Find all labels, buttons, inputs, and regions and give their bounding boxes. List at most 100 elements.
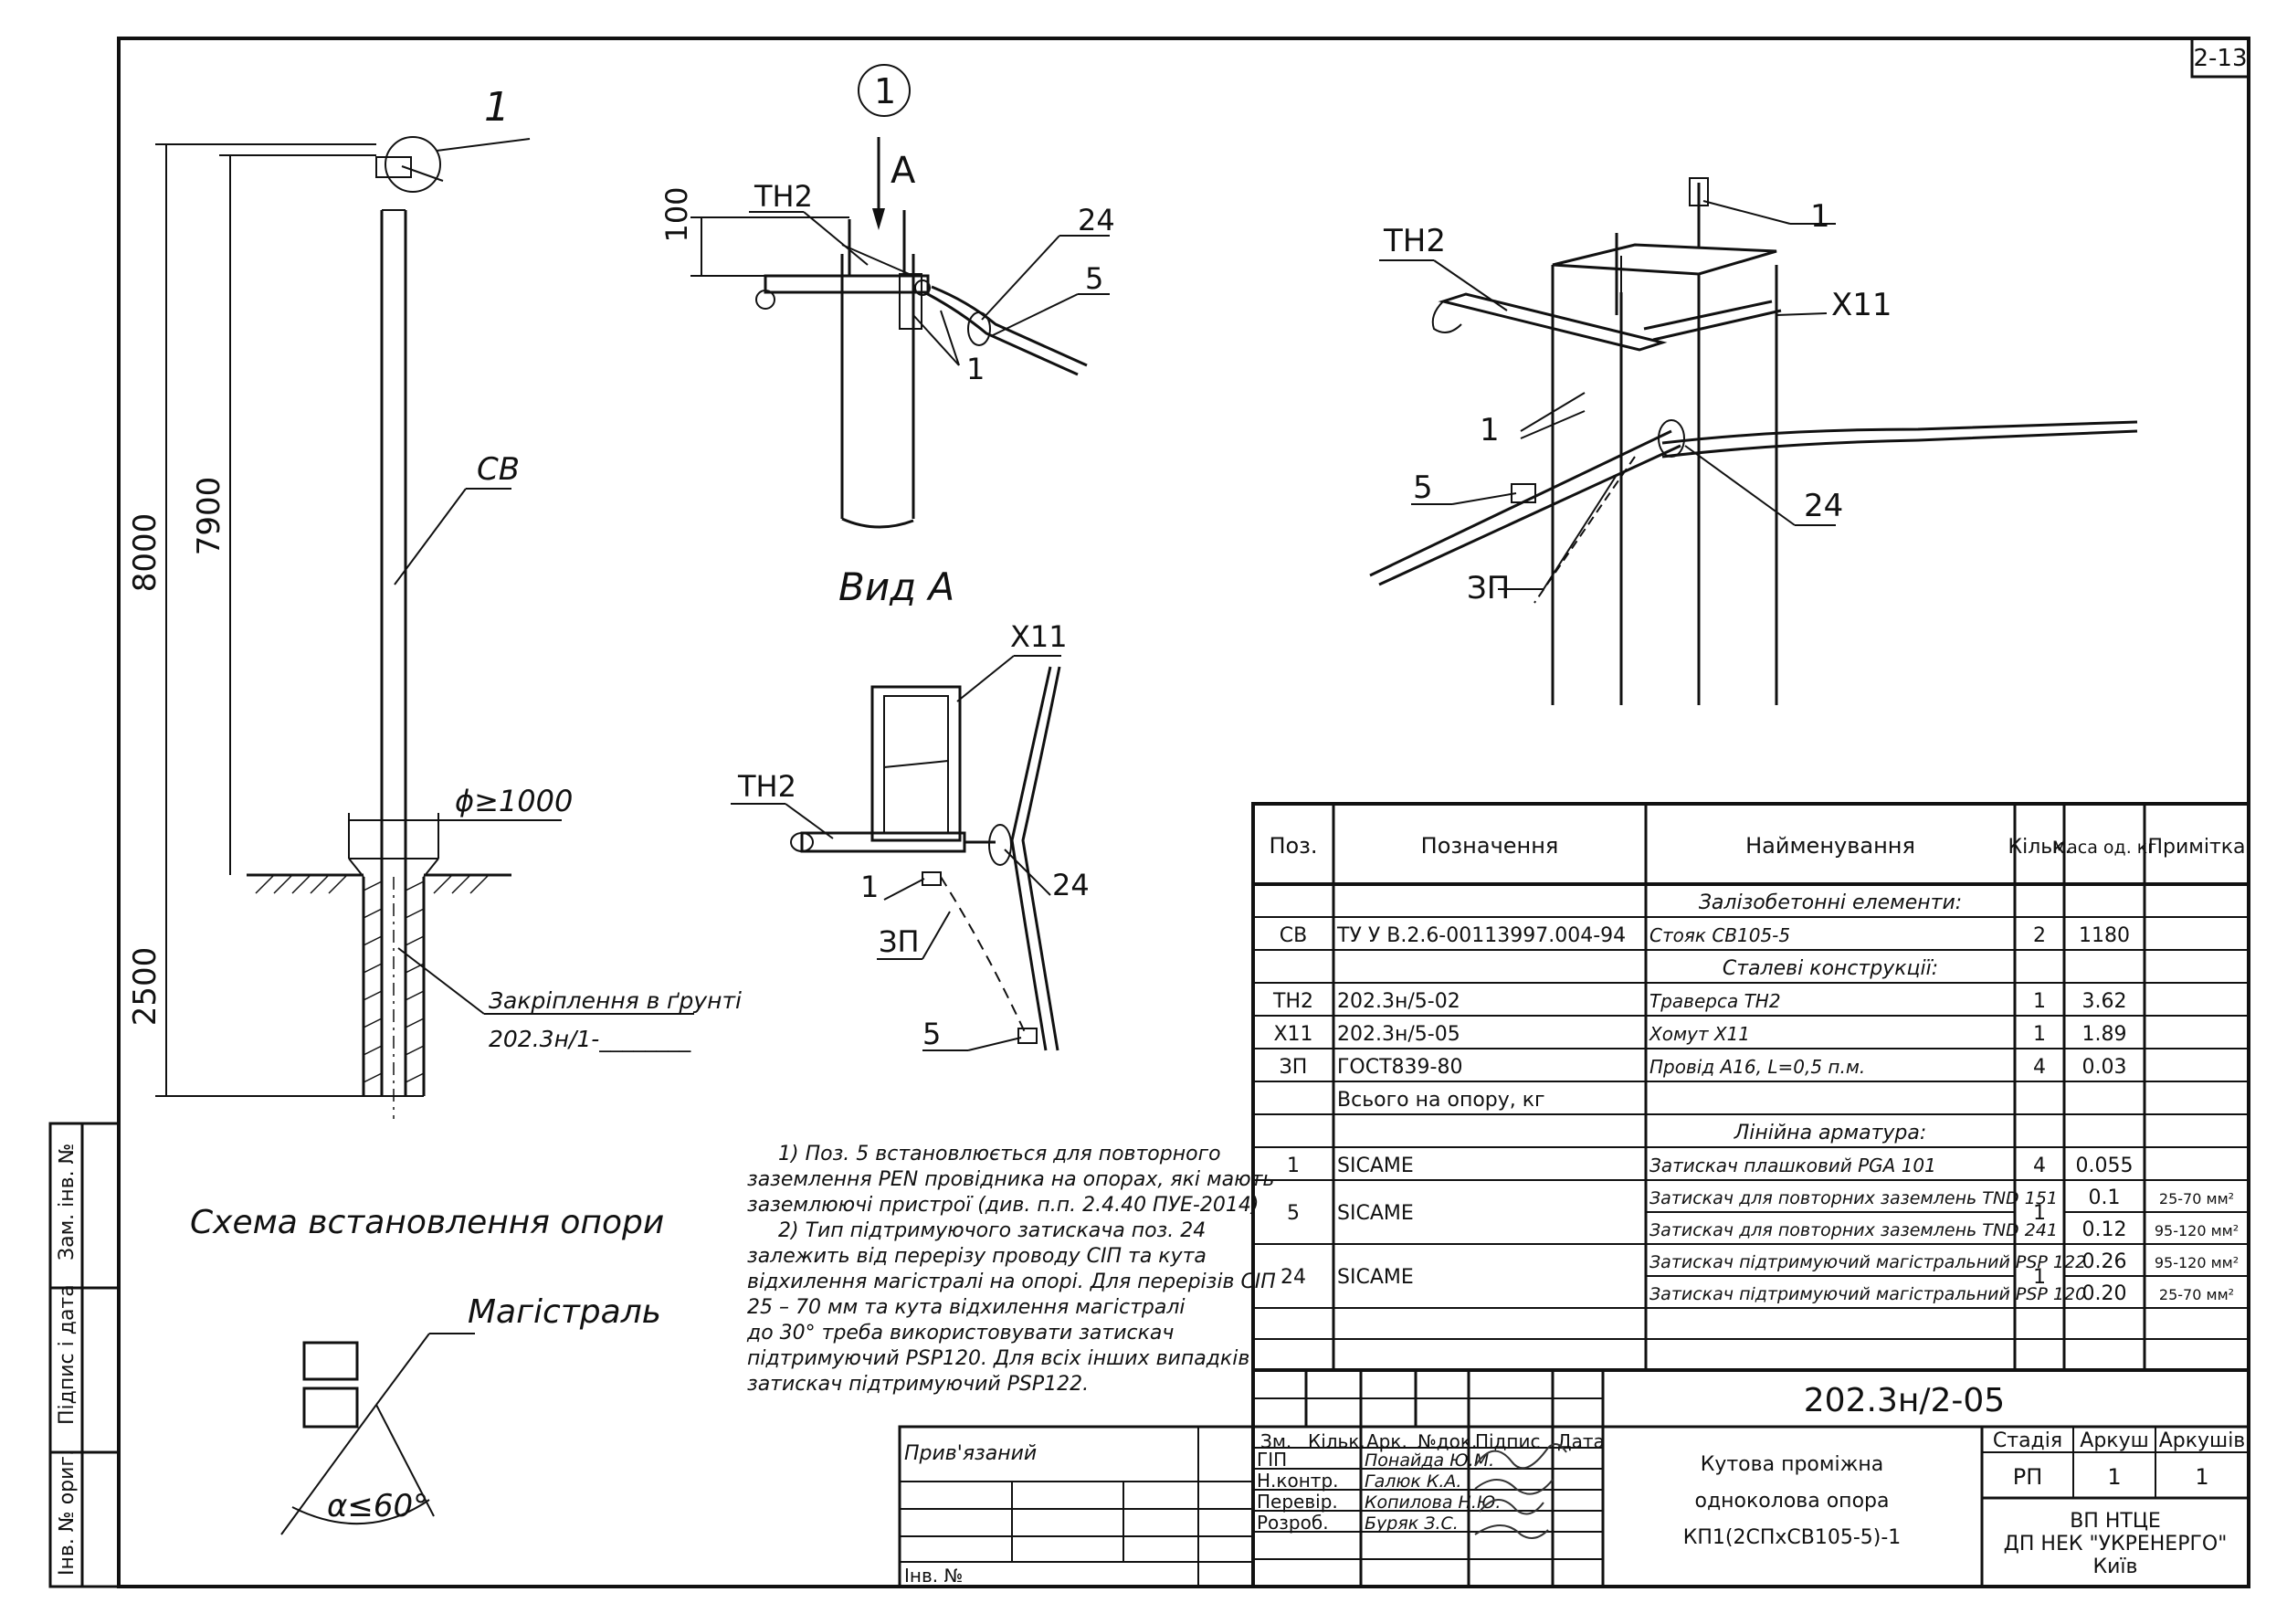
spec-cell: 202.3н/5-02 — [1337, 990, 1460, 1013]
spec-cell: 0.1 — [2089, 1186, 2121, 1209]
side-stamp: Інв. № ориг. Підпис і дата Зам. інв. № — [48, 1122, 121, 1588]
spec-header-qty: Кільк. — [2008, 836, 2071, 859]
sign-role: Розроб. — [1257, 1512, 1329, 1534]
detail-label-5: 5 — [1085, 261, 1103, 296]
view-a-label-24: 24 — [1052, 868, 1090, 902]
spec-cell: 3.62 — [2082, 990, 2127, 1013]
spec-cell: ГОСТ839-80 — [1337, 1056, 1462, 1079]
dim-7900: 7900 — [191, 477, 227, 556]
note-line: затискач підтримуючий PSP122. — [747, 1373, 1089, 1396]
magistral-label: Магістраль — [468, 1293, 661, 1331]
sign-name: Копилова Н.Ю. — [1365, 1492, 1501, 1513]
spec-cell: Затискач для повторних заземлень TND 151 — [1649, 1188, 2058, 1208]
view-a-label-th2: ТН2 — [737, 769, 796, 804]
spec-cell: 1 — [2033, 1266, 2046, 1289]
org-line: Київ — [2093, 1555, 2138, 1578]
detail-circle — [858, 64, 911, 117]
inv-no-label: Інв. № — [904, 1565, 963, 1587]
spec-cell: 25-70 мм² — [2159, 1190, 2234, 1207]
spec-cell: 1 — [2033, 1202, 2046, 1225]
spec-cell: SICAME — [1337, 1202, 1414, 1225]
spec-cell: 1180 — [2079, 924, 2130, 947]
stage-value: РП — [2013, 1464, 2043, 1490]
note-line: 1) Поз. 5 встановлюється для повторного — [778, 1143, 1221, 1165]
title-line: Кутова проміжна — [1701, 1453, 1884, 1476]
view-a-title: Вид А — [838, 564, 954, 609]
iso-label-1-left: 1 — [1480, 412, 1500, 448]
dim-100: 100 — [659, 186, 694, 242]
spec-header-designation: Позначення — [1421, 833, 1559, 859]
sheets-value: 1 — [2195, 1464, 2208, 1490]
dim-2500: 2500 — [127, 947, 163, 1027]
spec-cell: Траверса ТН2 — [1649, 990, 1781, 1012]
title-line: одноколова опора — [1695, 1490, 1890, 1513]
note-line: до 30° треба використовувати затискач — [746, 1322, 1174, 1345]
spec-cell: 95-120 мм² — [2155, 1222, 2239, 1239]
sign-header: Кільк. — [1308, 1430, 1365, 1452]
spec-cell: Х11 — [1273, 1023, 1312, 1046]
sign-role: Перевір. — [1257, 1491, 1338, 1513]
binding-block: Прив'язаний Інв. № — [898, 1425, 1255, 1588]
detail-circle-label: 1 — [874, 71, 896, 111]
spec-cell: 0.26 — [2082, 1250, 2127, 1273]
spec-cell: ТН2 — [1272, 990, 1313, 1013]
view-a: Вид А Х11 ТН2 24 1 ЗП 5 — [731, 564, 1090, 1051]
side-stamp-zam-inv: Зам. інв. № — [56, 1144, 79, 1261]
foundation-note: Закріплення в ґрунті — [489, 987, 742, 1014]
note-line: залежить від перерізу проводу СІП та кут… — [747, 1245, 1207, 1268]
spec-cell: 0.055 — [2076, 1155, 2134, 1177]
detail-1: 1 А 100 ТН2 24 5 1 — [659, 64, 1115, 529]
org-line: ДП НЕК "УКРЕНЕРГО" — [2004, 1533, 2228, 1555]
spec-header-mass: Маса од. кг — [2052, 838, 2156, 858]
spec-section: Сталеві конструкції: — [1723, 957, 1938, 980]
spec-section: Залізобетонні елементи: — [1699, 891, 1962, 914]
title-block: 202.3н/2-05 Зм. Кільк. Арк. №док. Підпис… — [1251, 1368, 2250, 1588]
note-line: заземлення PEN провідника на опорах, які… — [747, 1168, 1274, 1191]
notes: 1) Поз. 5 встановлюється для повторного … — [746, 1143, 1276, 1396]
foundation-ref: 202.3н/1-________ — [489, 1026, 691, 1052]
note-line: відхилення магістралі на опорі. Для пере… — [747, 1271, 1276, 1293]
spec-cell: 2 — [2033, 924, 2046, 947]
spec-cell: 1 — [2033, 990, 2046, 1013]
spec-cell: 0.03 — [2082, 1056, 2127, 1079]
sign-header: Дата — [1557, 1430, 1605, 1452]
spec-cell: 95-120 мм² — [2155, 1254, 2239, 1271]
note-line: заземлюючі пристрої (див. п.п. 2.4.40 ПУ… — [747, 1194, 1259, 1217]
spec-cell: 0.20 — [2082, 1282, 2127, 1305]
iso-view: 1 ТН2 Х11 1 5 24 ЗП — [1369, 177, 2138, 705]
sign-header: Підпис — [1475, 1430, 1541, 1452]
note-line: підтримуючий PSP120. Для всіх інших випа… — [747, 1347, 1249, 1370]
magistral-sketch: Магістраль α≤60° — [280, 1293, 661, 1535]
spec-cell: Провід А16, L=0,5 п.м. — [1649, 1056, 1865, 1078]
iso-label-1-top: 1 — [1810, 198, 1830, 235]
callout-circle-node — [385, 136, 441, 193]
sign-name: Галюк К.А. — [1365, 1471, 1461, 1492]
org-line: ВП НТЦЕ — [2070, 1510, 2161, 1533]
detail-label-1: 1 — [966, 352, 985, 386]
iso-label-5: 5 — [1413, 469, 1433, 506]
spec-section: Лінійна арматура: — [1734, 1122, 1927, 1144]
view-a-label-5: 5 — [922, 1017, 941, 1051]
callout-node-label: 1 — [484, 84, 510, 131]
sign-header: Арк. — [1366, 1430, 1407, 1452]
sheets-header: Аркушів — [2159, 1429, 2246, 1452]
iso-label-24: 24 — [1804, 488, 1843, 524]
spec-cell: 0.12 — [2082, 1218, 2127, 1241]
sign-role: Н.контр. — [1257, 1470, 1339, 1492]
iso-label-x11: Х11 — [1831, 287, 1892, 323]
angle-label: α≤60° — [327, 1488, 428, 1524]
stage-header: Стадія — [1993, 1429, 2062, 1452]
pole-label: СВ — [477, 451, 520, 488]
spec-cell: СВ — [1280, 924, 1307, 947]
diameter-label: ϕ≥1000 — [455, 784, 573, 818]
spec-cell: ЗП — [1280, 1056, 1308, 1079]
sign-header: Зм. — [1260, 1430, 1291, 1452]
spec-cell: 4 — [2033, 1056, 2046, 1079]
spec-cell: Стояк СВ105-5 — [1649, 924, 1790, 946]
handwritten-signatures — [1474, 1443, 1567, 1539]
title-line: КП1(2СПхСВ105-5)-1 — [1683, 1526, 1902, 1549]
installation-scheme: 1 8000 7900 2500 ϕ≥1000 СВ Закріплення в… — [127, 84, 742, 1241]
iso-label-zp: ЗП — [1467, 570, 1510, 606]
spec-cell: 202.3н/5-05 — [1337, 1023, 1460, 1046]
